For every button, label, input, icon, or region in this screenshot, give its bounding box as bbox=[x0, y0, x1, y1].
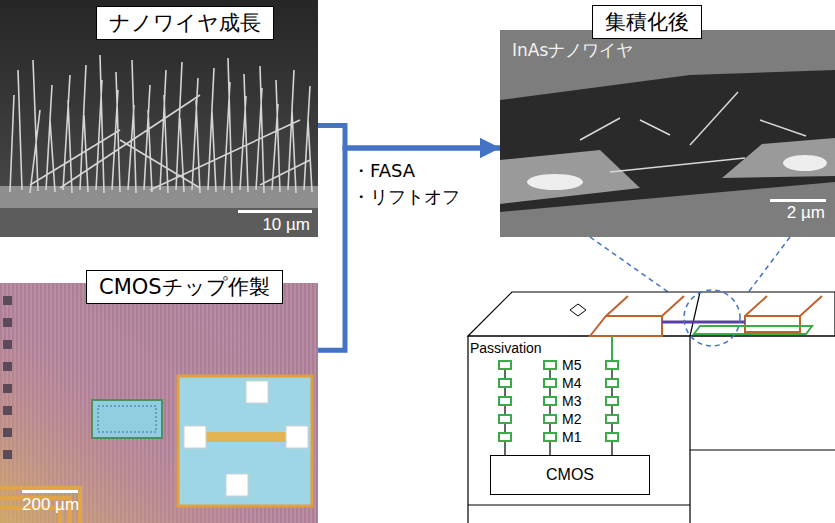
scale-bar bbox=[22, 490, 78, 493]
chip-stripes bbox=[0, 283, 318, 523]
box-label: CMOS bbox=[546, 465, 594, 485]
buried-pad bbox=[694, 326, 812, 334]
metal-layer: M2 bbox=[562, 411, 581, 428]
side-pad bbox=[3, 362, 12, 371]
scale-bar bbox=[770, 199, 826, 202]
substrate bbox=[0, 186, 318, 237]
metal-pad bbox=[499, 433, 511, 441]
top-electrode-right bbox=[745, 316, 800, 332]
metal-pad bbox=[499, 379, 511, 387]
metal-pad bbox=[544, 415, 556, 423]
metal-pad bbox=[606, 361, 618, 369]
process-step: ・リフトオフ bbox=[352, 186, 460, 207]
side-pad bbox=[3, 296, 12, 305]
substrate-shadow bbox=[0, 208, 318, 237]
block-front bbox=[468, 292, 835, 523]
scale-label: 200 µm bbox=[22, 495, 79, 515]
sem2-dark-region bbox=[500, 70, 835, 212]
metal-pad bbox=[544, 379, 556, 387]
metal-pad bbox=[544, 361, 556, 369]
metal-layers bbox=[499, 361, 618, 441]
bond-pad bbox=[226, 474, 248, 496]
side-pad bbox=[3, 384, 12, 393]
metal-pad bbox=[499, 397, 511, 405]
nanowire-strands bbox=[580, 92, 806, 172]
cmos-box: CMOS bbox=[490, 455, 650, 495]
side-pad bbox=[3, 406, 12, 415]
electrode-glow bbox=[527, 174, 583, 190]
image-label: InAsナノワイヤ bbox=[512, 40, 633, 60]
integrated-sem bbox=[500, 30, 835, 237]
scale-label: 10 µm bbox=[262, 215, 310, 235]
block-top-surface bbox=[468, 292, 835, 336]
side-pad bbox=[3, 428, 12, 437]
metal-pad bbox=[544, 433, 556, 441]
metal-layer: M4 bbox=[562, 375, 581, 392]
metal-pad bbox=[544, 397, 556, 405]
chip-panel: CMOSチップ作製200 µm bbox=[0, 283, 318, 523]
side-pad bbox=[3, 450, 12, 459]
sem-background bbox=[0, 0, 318, 237]
chip-glow bbox=[0, 283, 318, 523]
electrode-glow bbox=[783, 155, 827, 171]
zoom-circle bbox=[684, 290, 740, 346]
metal-pad bbox=[606, 397, 618, 405]
metal-pad bbox=[499, 415, 511, 423]
metal-pad bbox=[606, 379, 618, 387]
metal-pad bbox=[499, 361, 511, 369]
layer-name: Passivation bbox=[470, 340, 542, 357]
nanowire-channel bbox=[662, 321, 745, 324]
sem2-base bbox=[500, 30, 835, 237]
sem-panel: ナノワイヤ成長 10 µm bbox=[0, 0, 318, 237]
side-pad bbox=[3, 340, 12, 349]
metal-layer: M5 bbox=[562, 357, 581, 374]
panel-title: CMOSチップ作製 bbox=[86, 270, 283, 304]
bond-pad bbox=[246, 381, 268, 403]
panel-title: 集積化後 bbox=[592, 5, 702, 39]
chip-photo bbox=[0, 283, 318, 523]
process-step: ・FASA bbox=[352, 160, 415, 181]
device-region bbox=[178, 376, 312, 506]
sem-panel: 集積化後InAsナノワイヤ2 µm bbox=[500, 30, 835, 237]
electrode-left bbox=[500, 150, 640, 204]
device-bar bbox=[205, 432, 287, 442]
nanowires bbox=[10, 55, 312, 193]
chip-base bbox=[0, 283, 318, 523]
panel-title: ナノワイヤ成長 bbox=[96, 6, 274, 40]
metal-layer: M1 bbox=[562, 429, 581, 446]
via-to-top bbox=[611, 336, 613, 361]
circuit-block-inner bbox=[98, 406, 156, 432]
process-arrow bbox=[318, 148, 500, 350]
scale-bar bbox=[238, 210, 312, 213]
via-columns bbox=[505, 365, 612, 455]
bond-pad bbox=[286, 426, 308, 448]
metal-pad bbox=[606, 415, 618, 423]
chip-side-pads bbox=[3, 296, 12, 459]
chip-wires bbox=[0, 488, 80, 523]
metal-layer: M3 bbox=[562, 393, 581, 410]
circuit-block bbox=[92, 400, 162, 438]
small-marker bbox=[570, 304, 586, 316]
bond-pad bbox=[184, 426, 206, 448]
process-arrow bbox=[318, 126, 500, 148]
top-electrode-lines bbox=[606, 296, 822, 316]
scale-label: 2 µm bbox=[787, 203, 825, 223]
side-pad bbox=[3, 318, 12, 327]
metal-pad bbox=[606, 433, 618, 441]
top-electrode-left bbox=[590, 316, 662, 336]
